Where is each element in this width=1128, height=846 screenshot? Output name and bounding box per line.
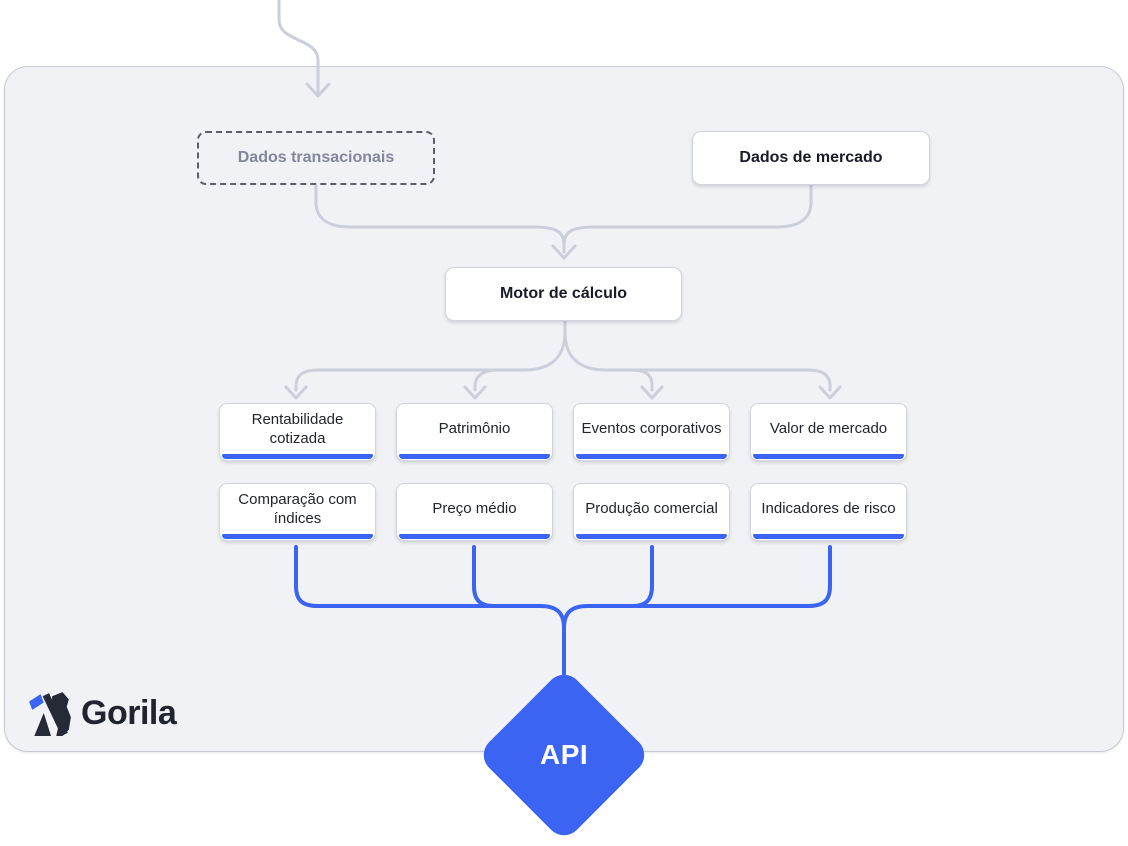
accent-bar [576,454,727,459]
node-eventos-corporativos: Eventos corporativos [573,403,730,461]
output-grid: Rentabilidade cotizada Patrimônio Evento… [219,403,907,541]
node-label: Preço médio [432,500,517,518]
node-valor-de-mercado: Valor de mercado [750,403,907,461]
gorila-logo: Gorila [27,690,177,736]
api-label: API [539,739,589,770]
node-indicadores-de-risco: Indicadores de risco [750,483,907,541]
node-label: Comparação com índices [238,490,357,527]
brand-wordmark: Gorila [81,693,177,732]
node-rentabilidade-cotizada: Rentabilidade cotizada [219,403,376,461]
accent-bar [753,454,904,459]
node-label: Valor de mercado [769,420,888,438]
node-comparacao-com-indices: Comparação com índices [219,483,376,541]
node-label: Produção comercial [585,500,718,518]
node-label: Rentabilidade cotizada [251,410,344,447]
accent-bar [576,534,727,539]
node-label: Dados de mercado [739,149,883,166]
accent-bar [753,534,904,539]
node-label: Motor de cálculo [499,285,628,302]
node-patrimonio: Patrimônio [396,403,553,461]
accent-bar [399,534,550,539]
node-label: Eventos corporativos [581,420,722,438]
node-producao-comercial: Produção comercial [573,483,730,541]
gorila-icon [29,692,71,736]
node-label: Indicadores de risco [761,500,896,518]
node-label: Dados transacionais [237,149,395,166]
node-motor-de-calculo: Motor de cálculo [445,267,682,321]
node-dados-transacionais: Dados transacionais [197,131,435,185]
node-label: Patrimônio [438,420,511,438]
node-dados-de-mercado: Dados de mercado [692,131,930,185]
node-preco-medio: Preço médio [396,483,553,541]
accent-bar [399,454,550,459]
accent-bar [222,454,373,459]
accent-bar [222,534,373,539]
